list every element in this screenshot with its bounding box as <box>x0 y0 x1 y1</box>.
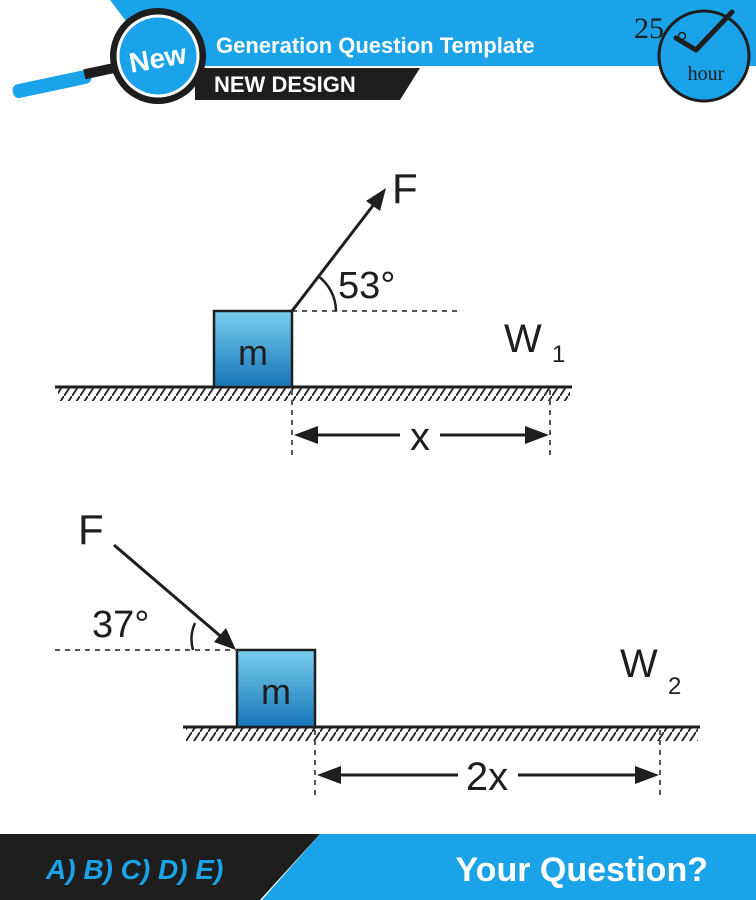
ground-hatch-2 <box>186 727 698 741</box>
force-arrow-2 <box>113 543 226 642</box>
footer-dark-bar <box>0 834 320 900</box>
force-arrowhead-1 <box>366 188 386 211</box>
work-subscript-2: 2 <box>668 673 681 700</box>
angle-label-1: 53° <box>338 265 395 307</box>
header-subtitle: NEW DESIGN <box>214 72 356 97</box>
header-title: Generation Question Template <box>216 33 535 58</box>
diagram-2: m F 37° W 2 2x <box>55 506 700 799</box>
angle-arc-2 <box>190 622 197 651</box>
diagram-1: m F 53° W 1 x <box>55 165 572 459</box>
force-label-1: F <box>392 165 418 212</box>
mass-block-1 <box>212 309 294 389</box>
question-prompt: Your Question? <box>456 851 708 889</box>
force-arrowhead-2 <box>214 628 236 650</box>
distance-arrowhead-right-1 <box>525 426 549 444</box>
distance-label-2: 2x <box>466 755 508 799</box>
header-blue-bar <box>60 0 756 66</box>
force-label-2: F <box>78 506 104 553</box>
badge-circle <box>116 14 200 98</box>
distance-arrowhead-left-2 <box>317 766 341 784</box>
distance-arrowhead-right-2 <box>635 766 659 784</box>
header-banner: New Generation Question Template NEW DES… <box>12 0 756 104</box>
clock-number: 25 <box>634 12 664 45</box>
magnifier-handle <box>12 69 92 99</box>
checkmark-icon <box>673 9 735 53</box>
mass-label-2: m <box>261 671 291 712</box>
footer-banner: A) B) C) D) E) Your Question? <box>0 834 756 900</box>
distance-label-1: x <box>410 415 430 459</box>
ground-hatch-1 <box>58 387 570 401</box>
mass-label-1: m <box>238 332 268 373</box>
clock-icon <box>657 9 751 103</box>
angle-label-2: 37° <box>92 604 149 646</box>
distance-arrowhead-left-1 <box>294 426 318 444</box>
answer-choices: A) B) C) D) E) <box>45 854 223 885</box>
header-dark-strip <box>195 68 420 100</box>
work-subscript-1: 1 <box>552 341 565 368</box>
footer-blue-bar <box>262 834 756 900</box>
physics-diagram: m F 53° W 1 x m F 37° W 2 2x <box>55 165 700 799</box>
magnifier-neck <box>83 62 119 80</box>
force-arrow-1 <box>290 198 380 312</box>
mass-block-2 <box>235 648 317 729</box>
clock-degree-dot <box>677 31 687 41</box>
angle-arc-1 <box>317 274 338 312</box>
work-label-2: W <box>620 642 658 686</box>
work-label-1: W <box>504 317 542 361</box>
clock-unit: hour <box>688 63 725 85</box>
